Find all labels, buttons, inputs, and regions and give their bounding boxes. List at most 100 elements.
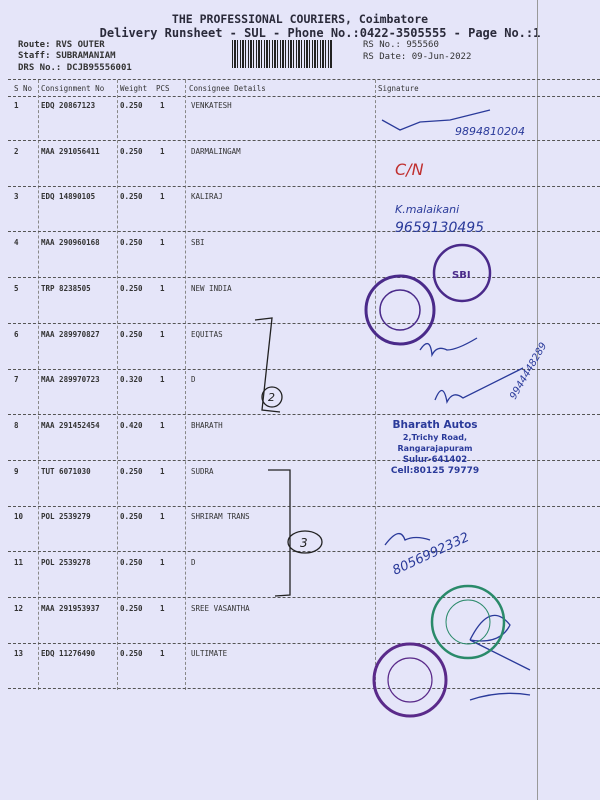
signature-6 bbox=[419, 337, 478, 358]
signature-12 bbox=[469, 614, 531, 671]
group-3-circle bbox=[287, 530, 323, 554]
row-divider bbox=[8, 140, 600, 141]
row-consignee: ULTIMATE bbox=[191, 649, 228, 659]
row-divider bbox=[8, 414, 600, 416]
hw-cn: C/N bbox=[395, 160, 424, 179]
row-weight: 0.250 bbox=[120, 558, 143, 567]
row-weight: 0.250 bbox=[120, 146, 143, 156]
row-consignment: EDQ 20867123 bbox=[41, 101, 96, 110]
row-consignee: NEW INDIA bbox=[191, 283, 232, 293]
stamp-line: 2,Trichy Road, bbox=[403, 433, 467, 442]
col-divider bbox=[375, 80, 376, 690]
row-pcs: 1 bbox=[160, 512, 165, 522]
row-consignee: SHRIRAM TRANS bbox=[191, 512, 250, 522]
row-consignment: POL 2539278 bbox=[41, 558, 91, 567]
handwriting bbox=[254, 109, 531, 701]
row-consignee: D bbox=[191, 375, 196, 385]
row-consignment: MAA 291056411 bbox=[41, 146, 100, 156]
row-weight: 0.250 bbox=[120, 512, 143, 522]
row-pcs: 1 bbox=[160, 466, 165, 476]
row-consignment: EDQ 14890105 bbox=[41, 192, 96, 202]
row-sno: 4 bbox=[14, 238, 19, 248]
row-sno: 10 bbox=[14, 512, 24, 522]
row-consignment: MAA 290960168 bbox=[41, 238, 100, 248]
row-pcs: 1 bbox=[160, 192, 165, 202]
row-pcs: 1 bbox=[160, 420, 165, 430]
row-sno: 1 bbox=[14, 101, 19, 110]
col-consignee: Consignee Details bbox=[189, 84, 266, 93]
row-pcs: 1 bbox=[160, 329, 165, 339]
row-weight: 0.320 bbox=[120, 375, 143, 385]
row-sno: 8 bbox=[14, 420, 19, 430]
row-divider bbox=[8, 185, 600, 187]
row-consignee: BHARATH bbox=[191, 420, 223, 430]
row-consignment: TRP 8238505 bbox=[41, 283, 91, 293]
row-divider bbox=[8, 322, 600, 324]
hw-row1-phone: 9894810204 bbox=[455, 125, 525, 138]
table-row: 13 EDQ 11276490 0.250 1 ULTIMATE bbox=[0, 649, 600, 663]
row-consignment: POL 2539279 bbox=[41, 512, 91, 522]
row-consignment: MAA 291953937 bbox=[41, 603, 100, 613]
col-weight: Weight bbox=[120, 84, 148, 93]
row-sno: 12 bbox=[14, 603, 24, 613]
row-consignee: DARMALINGAM bbox=[191, 146, 241, 156]
stamp-line: Rangarajapuram bbox=[398, 444, 473, 453]
col-divider bbox=[38, 80, 39, 690]
signature-13 bbox=[469, 692, 531, 701]
row-divider bbox=[8, 597, 600, 598]
stamp-sbi: SBI bbox=[432, 243, 492, 303]
row-pcs: 1 bbox=[160, 146, 165, 156]
row-sno: 5 bbox=[14, 283, 19, 293]
rs-number: RS No.: 955560 bbox=[363, 40, 439, 50]
row-divider bbox=[8, 459, 600, 461]
col-pcs: PCS bbox=[156, 84, 170, 93]
row-sno: 13 bbox=[14, 649, 24, 659]
row-pcs: 1 bbox=[160, 649, 165, 659]
row-consignment: MAA 289970827 bbox=[41, 329, 100, 339]
col-signature: Signature bbox=[378, 84, 419, 93]
table-row: 8 MAA 291452454 0.420 1 BHARATH bbox=[0, 421, 600, 435]
row-weight: 0.250 bbox=[120, 649, 143, 659]
group-2-circle bbox=[261, 386, 283, 408]
row-divider bbox=[8, 505, 600, 507]
row-consignee: SBI bbox=[191, 238, 205, 248]
barcode bbox=[232, 40, 332, 68]
stamp-new-india bbox=[364, 274, 436, 346]
route: Route: RVS OUTER bbox=[18, 40, 105, 50]
row-consignment: MAA 291452454 bbox=[41, 420, 100, 430]
row-sno: 3 bbox=[14, 192, 19, 202]
row-divider bbox=[8, 368, 600, 370]
runsheet-title: Delivery Runsheet - SUL - Phone No.:0422… bbox=[99, 26, 541, 40]
row-consignee: SUDRA bbox=[191, 466, 214, 476]
divider bbox=[8, 96, 600, 97]
col-divider bbox=[185, 80, 186, 690]
signature-1 bbox=[381, 109, 491, 131]
row-weight: 0.420 bbox=[120, 420, 143, 430]
col-consignment: Consignment No bbox=[41, 84, 105, 93]
table-row: 10 POL 2539279 0.250 1 SHRIRAM TRANS bbox=[0, 512, 600, 526]
page-fold-line bbox=[537, 0, 538, 800]
svg-text:SBI: SBI bbox=[452, 270, 471, 281]
hw-group-3: 3 bbox=[300, 536, 308, 550]
stamp-line: Sulur-641402 bbox=[403, 455, 467, 465]
row-weight: 0.250 bbox=[120, 101, 143, 110]
signature-7 bbox=[434, 367, 524, 405]
row-pcs: 1 bbox=[160, 238, 165, 248]
divider bbox=[8, 79, 600, 80]
row-divider bbox=[8, 642, 600, 644]
stamp-line: Bharath Autos bbox=[392, 419, 477, 431]
row-sno: 6 bbox=[14, 329, 19, 339]
row-divider bbox=[8, 231, 600, 233]
row-consignment: EDQ 11276490 bbox=[41, 649, 96, 659]
row-consignment: TUT 6071030 bbox=[41, 466, 91, 476]
row-pcs: 1 bbox=[160, 101, 165, 110]
row-pcs: 1 bbox=[160, 603, 165, 613]
